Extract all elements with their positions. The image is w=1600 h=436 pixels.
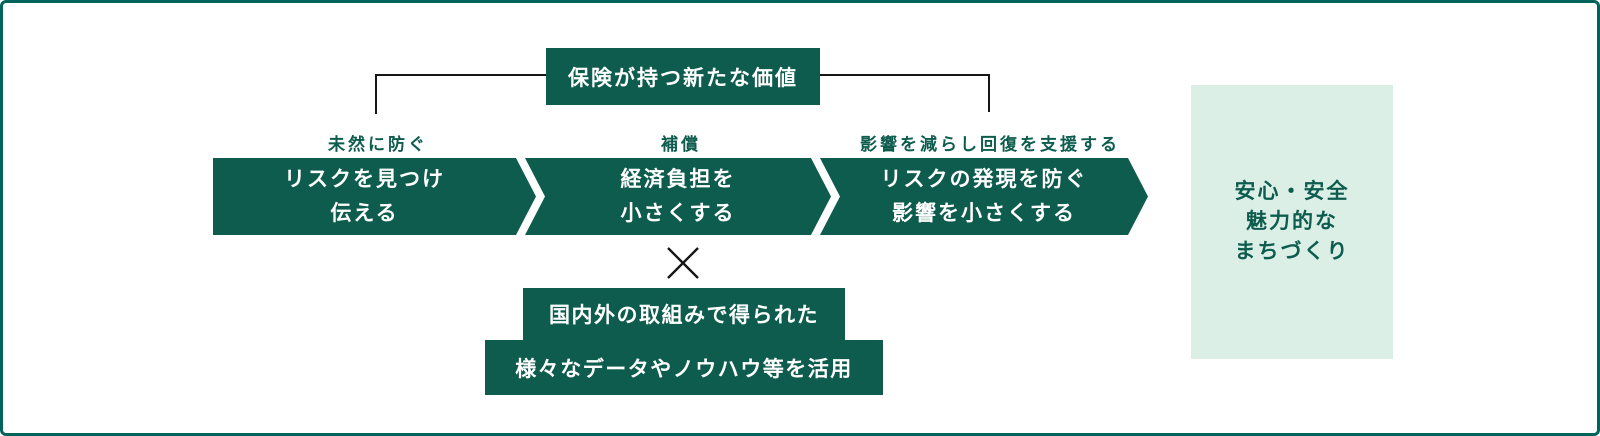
connector-line-vertical-left <box>375 74 377 114</box>
step-tag-compensation: 補償 <box>661 135 701 154</box>
title-box: 保険が持つ新たな価値 <box>546 48 820 105</box>
outcome-line: 魅力的な <box>1246 210 1338 233</box>
outcome-box: 安心・安全 魅力的な まちづくり <box>1191 85 1393 359</box>
step-arrow-prevent-risk: リスクの発現を防ぐ 影響を小さくする <box>820 158 1148 235</box>
step-arrow-label: 経済負担を 小さくする <box>620 167 736 225</box>
connector-line-horizontal-left <box>375 74 546 76</box>
multiply-icon <box>667 247 699 279</box>
connector-line-horizontal-right <box>820 74 990 76</box>
step-arrow-label: リスクを見つけ 伝える <box>284 167 445 225</box>
step-arrow-find-risk: リスクを見つけ 伝える <box>213 158 536 235</box>
outcome-line: まちづくり <box>1234 240 1350 263</box>
step-arrow-economic-burden: 経済負担を 小さくする <box>525 158 831 235</box>
resource-box-data-knowhow: 様々なデータやノウハウ等を活用 <box>485 340 883 395</box>
outcome-line: 安心・安全 <box>1234 180 1350 203</box>
step-tag-prevent: 未然に防ぐ <box>328 135 428 154</box>
title-label: 保険が持つ新たな価値 <box>568 66 798 90</box>
step-arrow-label: リスクの発現を防ぐ 影響を小さくする <box>880 167 1088 225</box>
connector-line-vertical-right <box>988 74 990 112</box>
resource-box-initiatives: 国内外の取組みで得られた <box>523 288 845 340</box>
step-tag-recovery: 影響を減らし回復を支援する <box>860 135 1120 154</box>
